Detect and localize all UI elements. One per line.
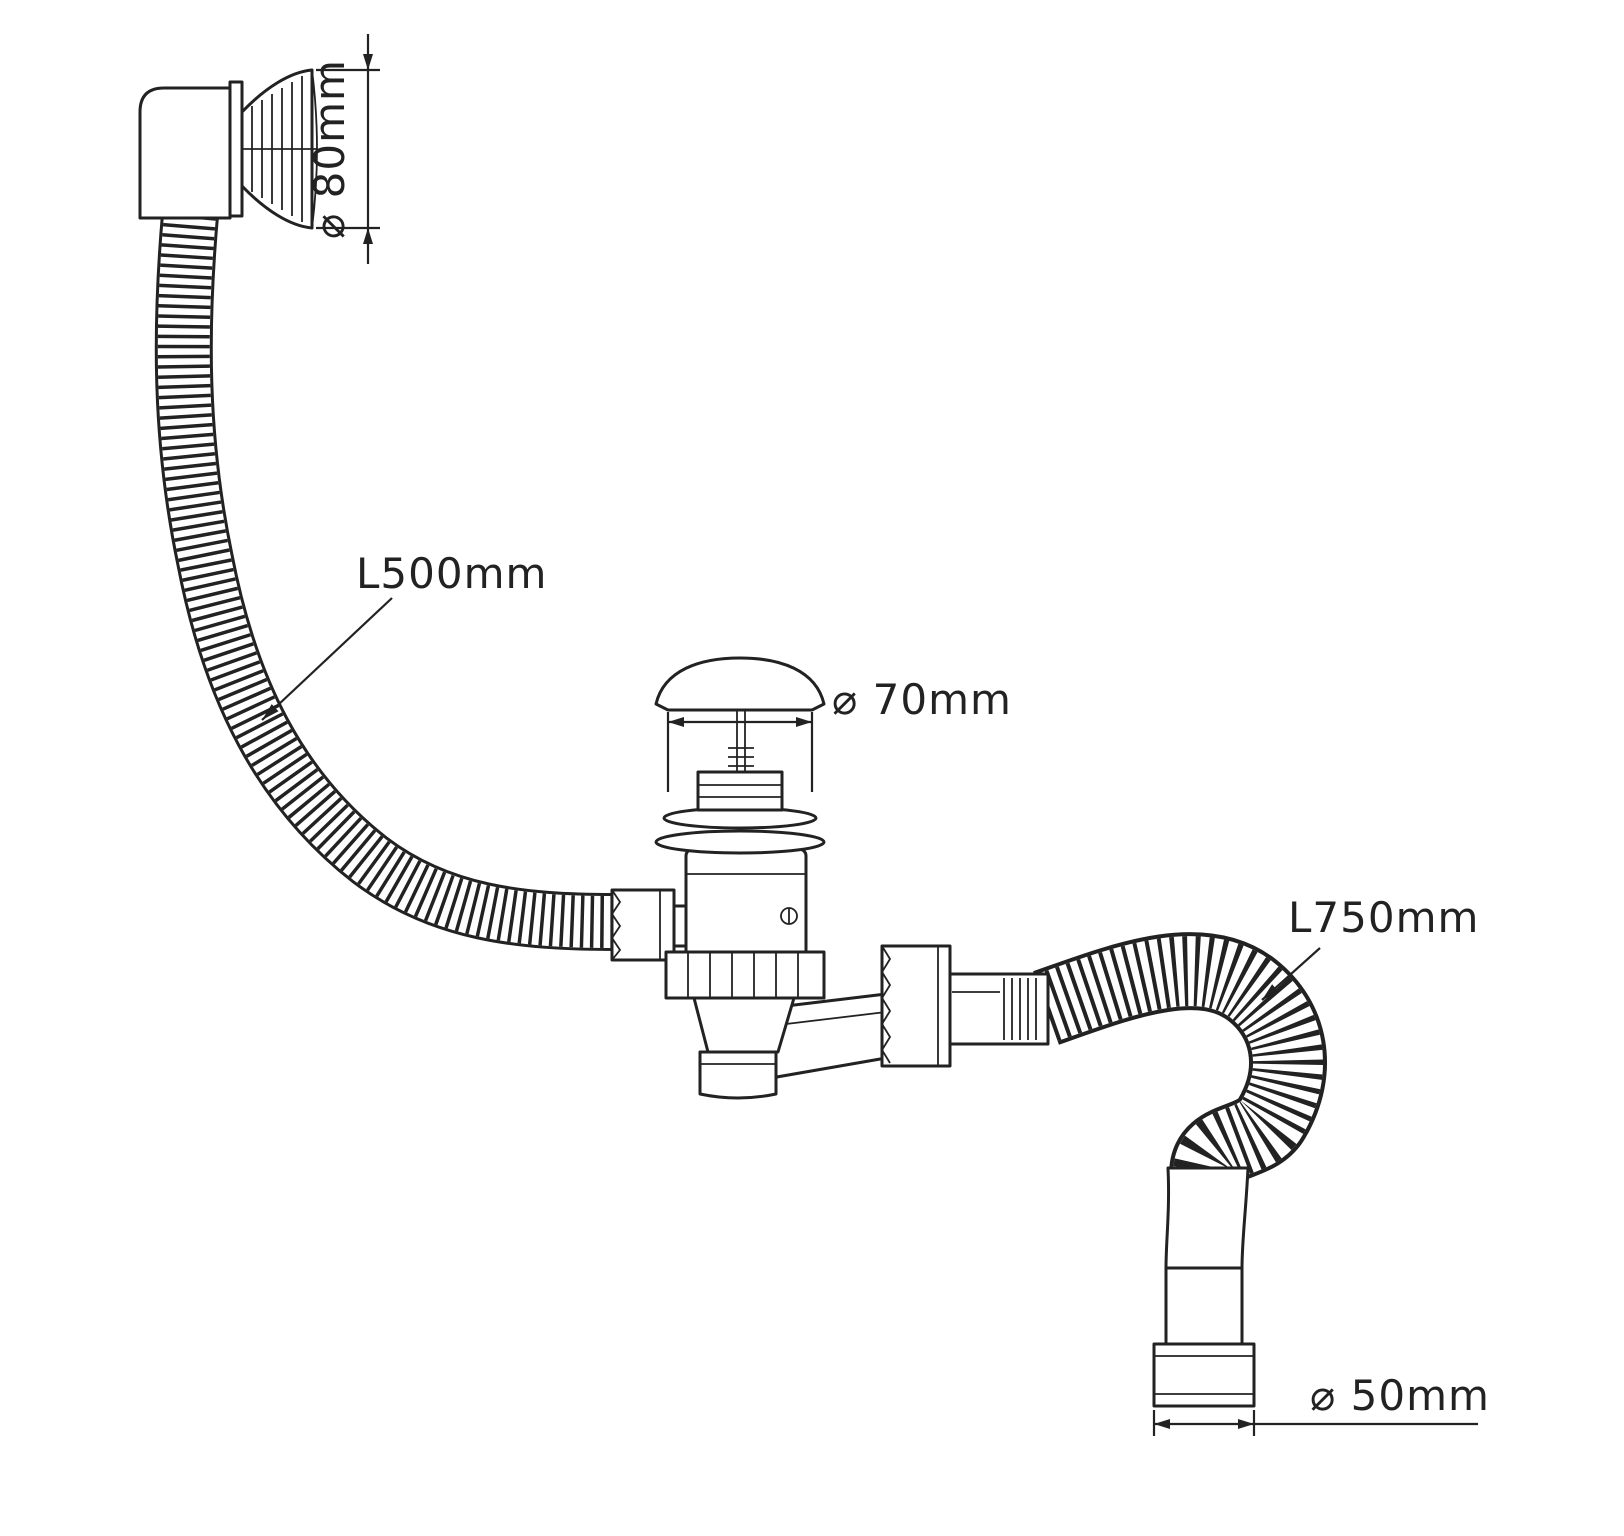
arrow-left-icon (1154, 1419, 1170, 1429)
plug-diameter-label: ⌀ 70mm (832, 675, 1012, 724)
overflow-elbow (138, 86, 232, 220)
overflow-cap-knurling (251, 76, 303, 222)
leader-arrow-icon (262, 704, 279, 720)
outlet-pipe (1152, 1166, 1256, 1408)
overflow-diameter-label: ⌀ 80mm (305, 59, 354, 239)
drain-locknut (664, 950, 826, 1000)
pop-up-plug-cap (654, 656, 826, 712)
outlet-diameter-label: ⌀ 50mm (1310, 1371, 1490, 1420)
drain-cup (692, 996, 796, 1100)
outlet-nut (880, 944, 952, 1068)
drain-body (684, 846, 808, 956)
outlet-hose (1033, 932, 1327, 1184)
arrow-up-icon (363, 228, 373, 244)
overflow-faceplate (228, 80, 244, 218)
overflow-assembly (138, 68, 318, 230)
plug-body (696, 770, 784, 812)
outlet-coupling (948, 972, 1050, 1046)
outlet-hose-length-label: L750mm (1288, 893, 1479, 942)
drain-flange-lower (654, 829, 826, 855)
outlet-cone (1164, 1166, 1250, 1270)
drain-assembly (610, 656, 1050, 1100)
outlet-collar (1152, 1342, 1256, 1408)
dim-outlet-diameter: ⌀ 50mm (1152, 1371, 1490, 1436)
overflow-hose (154, 212, 615, 951)
arrow-left-icon (668, 717, 684, 727)
drain-screw (780, 907, 798, 925)
dim-plug-diameter: ⌀ 70mm (666, 675, 1012, 792)
plug-stem (728, 708, 754, 772)
arrow-right-icon (1238, 1419, 1254, 1429)
arrow-right-icon (796, 717, 812, 727)
outlet-tube (1164, 1266, 1244, 1346)
leader-arrow-icon (1262, 984, 1279, 1000)
arrow-down-icon (363, 54, 373, 70)
dim-overflow-diameter: ⌀ 80mm (305, 34, 380, 264)
hose-nut (610, 888, 688, 962)
overflow-hose-length-label: L500mm (356, 549, 547, 598)
leader-outlet-hose-length: L750mm (1261, 893, 1479, 1001)
leader-overflow-hose-length: L500mm (261, 549, 547, 721)
